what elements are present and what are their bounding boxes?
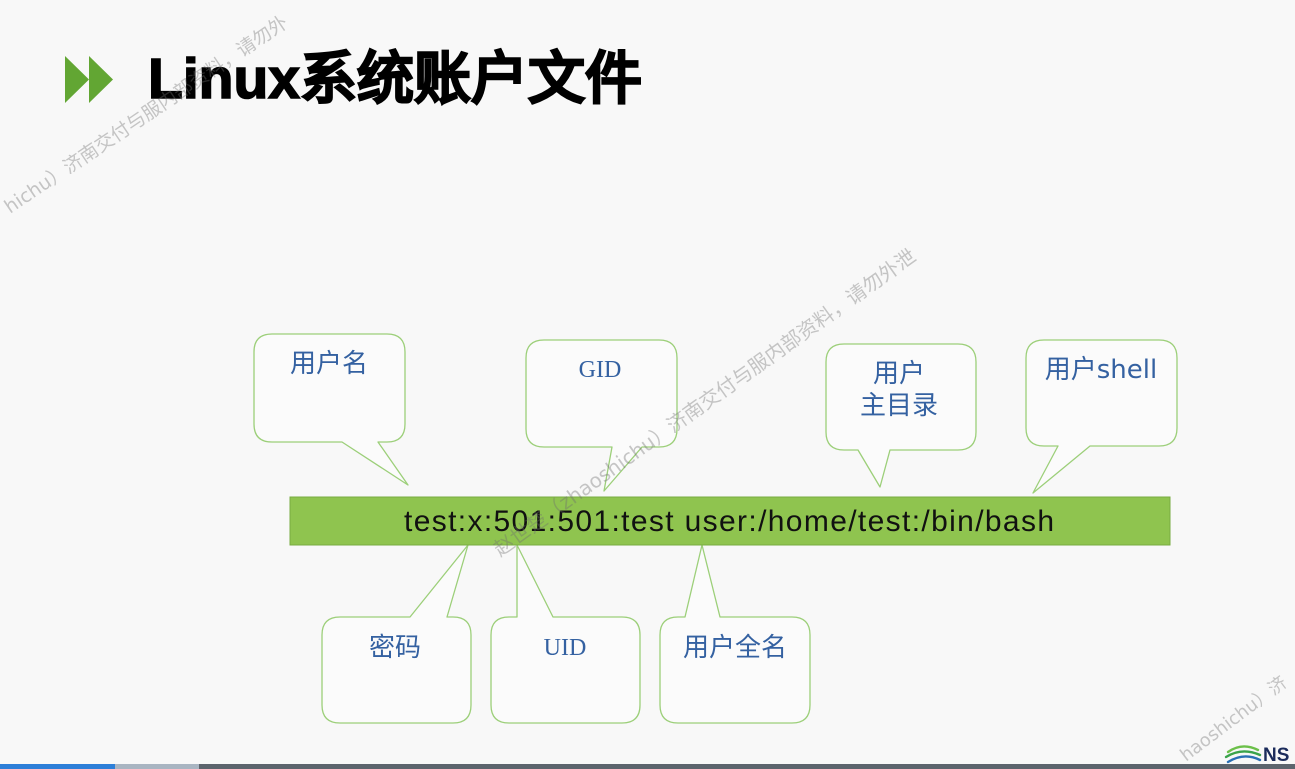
video-progress-bar[interactable]: [0, 764, 1295, 769]
callout-uid-bubble: [490, 544, 641, 724]
callout-username-bubble: [253, 333, 409, 486]
callout-home-dir-label-line1: 用户: [873, 359, 925, 389]
callout-password-label: 密码: [369, 633, 421, 663]
callout-full-name-bubble: [659, 544, 811, 724]
logo-wave-1: [1226, 745, 1260, 754]
callout-uid-label: UID: [544, 635, 587, 661]
callout-username: 用户名: [253, 333, 409, 486]
callout-password-bubble: [321, 544, 472, 724]
brand-logo: NS: [1224, 745, 1289, 766]
callout-gid-bubble: [525, 339, 678, 492]
callout-home-dir: 用户 主目录: [825, 343, 977, 488]
logo-wave-2: [1224, 750, 1262, 759]
logo-wave-3: [1226, 755, 1262, 764]
wave-logo-icon: [1224, 745, 1262, 764]
callout-home-dir-label-line2: 主目录: [860, 391, 938, 421]
chevron-right-icon: [65, 56, 89, 103]
slide-title: Linux系统账户文件: [148, 47, 642, 111]
callout-password: 密码: [321, 544, 472, 724]
callout-username-label: 用户名: [290, 349, 368, 379]
callout-full-name: 用户全名: [659, 544, 811, 724]
passwd-record: test:x:501:501:test user:/home/test:/bin…: [289, 496, 1171, 546]
callout-home-dir-bubble: [825, 343, 977, 488]
callout-gid: GID: [525, 339, 678, 492]
double-chevron-right-icon: [65, 56, 113, 103]
watermark-top-left: hichu）济南交付与服内部资料，请勿外: [0, 12, 292, 219]
callout-full-name-label: 用户全名: [683, 633, 787, 663]
callout-gid-label: GID: [579, 357, 622, 383]
chevron-right-icon: [89, 56, 113, 103]
progress-played: [0, 764, 116, 769]
passwd-record-text: test:x:501:501:test user:/home/test:/bin…: [404, 505, 1054, 538]
callout-shell-label: 用户shell: [1045, 355, 1157, 385]
callout-shell-bubble: [1025, 339, 1178, 494]
logo-text: NS: [1263, 745, 1289, 766]
passwd-record-bar: [289, 496, 1171, 546]
callout-uid: UID: [490, 544, 641, 724]
callout-shell: 用户shell: [1025, 339, 1178, 494]
title-group: Linux系统账户文件: [65, 46, 643, 112]
